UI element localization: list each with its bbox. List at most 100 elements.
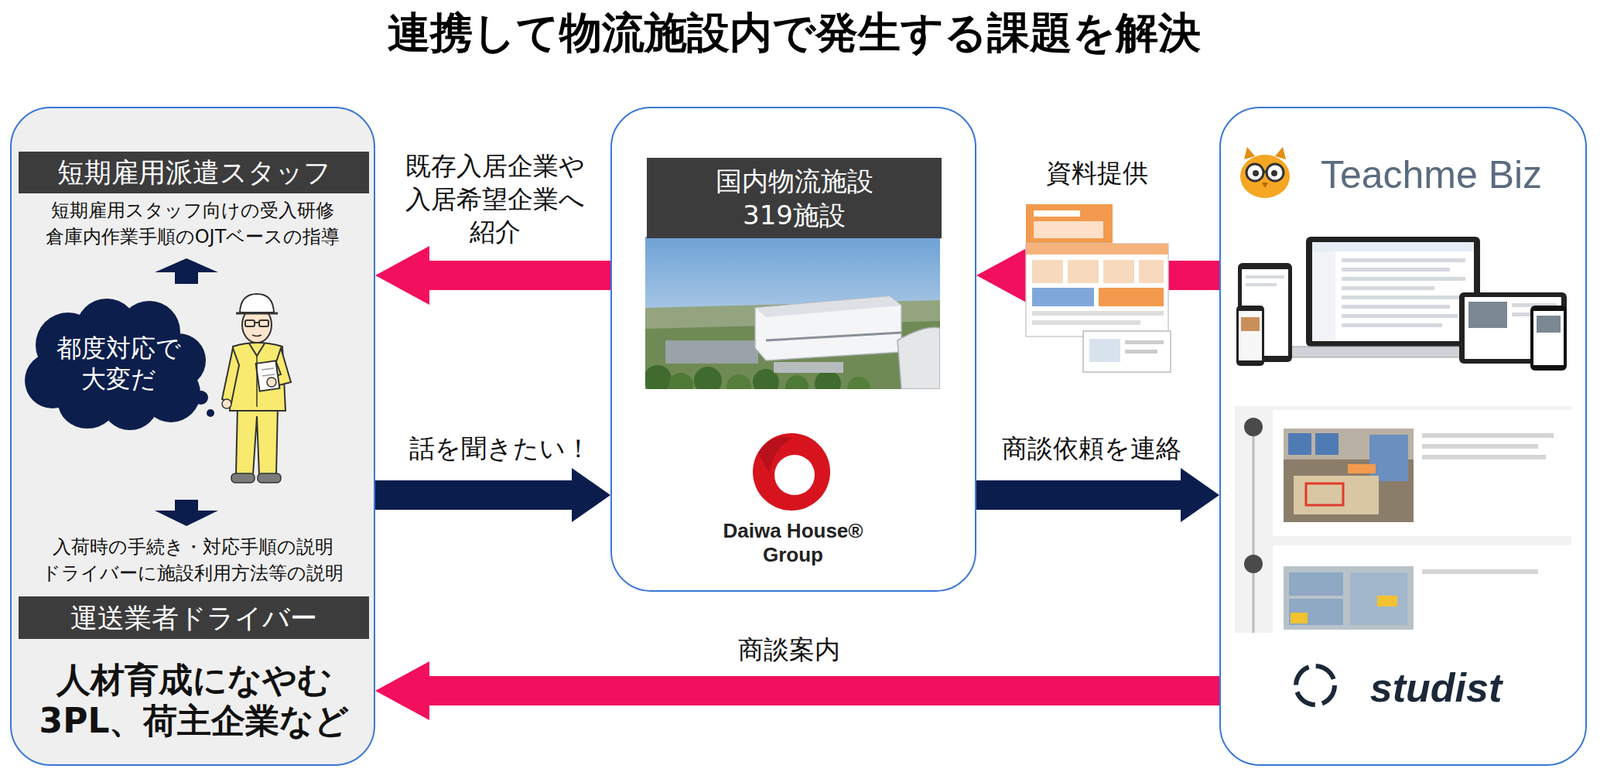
owl-icon bbox=[1240, 154, 1290, 199]
cloud-outline bbox=[206, 409, 215, 418]
manual-screenshot bbox=[1288, 572, 1344, 596]
worker-figure bbox=[257, 473, 281, 483]
down-arrow-symbol bbox=[154, 499, 219, 527]
arrow-label: 商談依頼を連絡 bbox=[983, 433, 1200, 465]
owl-icon bbox=[1240, 147, 1290, 199]
brochure-image bbox=[1033, 210, 1081, 217]
brochure-image bbox=[1083, 331, 1171, 373]
manual-screenshot bbox=[1234, 406, 1572, 633]
owl-icon bbox=[1266, 164, 1284, 182]
driver-band: 運送業者ドライバー bbox=[18, 596, 370, 640]
role-description: 入荷時の手続き・対応手順の説明 ドライバーに施設利用方法等の説明 bbox=[14, 534, 371, 587]
device-mockups bbox=[1530, 305, 1567, 371]
cloud-text: 都度対応で 大変だ bbox=[45, 332, 193, 395]
device-mockups bbox=[1236, 305, 1265, 366]
owl-icon bbox=[1252, 170, 1259, 177]
facility-photo bbox=[668, 372, 694, 390]
band-heading: 国内物流施設 319施設 bbox=[694, 164, 896, 233]
arrow-label: 既存入居企業や 入居希望企業へ 紹介 bbox=[386, 150, 604, 250]
device-mockups bbox=[1237, 263, 1293, 363]
device-mockups bbox=[1341, 276, 1466, 281]
device-mockups bbox=[1312, 242, 1474, 252]
staff-band: 短期雇用派遣スタッフ bbox=[18, 151, 370, 194]
worker-figure bbox=[222, 348, 240, 404]
company-logo-text: Daiwa House® Group bbox=[707, 519, 879, 568]
worker-figure bbox=[261, 368, 274, 370]
company-logo-mark bbox=[774, 454, 815, 496]
manual-screenshot bbox=[1422, 444, 1539, 449]
facility-band: 国内物流施設 319施設 bbox=[646, 157, 942, 239]
owl-icon bbox=[1263, 170, 1267, 174]
manual-screenshot bbox=[1283, 566, 1414, 630]
down-arrow-symbol bbox=[154, 499, 219, 527]
brochure-image bbox=[1032, 320, 1141, 325]
worry-cloud: 都度対応で 大変だ bbox=[21, 297, 216, 431]
manual-screenshot bbox=[1422, 433, 1554, 438]
owl-icon bbox=[1271, 170, 1278, 177]
manual-screenshot bbox=[1377, 595, 1398, 607]
worker-figure bbox=[239, 294, 274, 313]
worker-figure bbox=[256, 360, 281, 391]
device-mockups bbox=[1236, 236, 1567, 371]
facility-photo bbox=[773, 362, 844, 373]
device-mockups bbox=[1305, 236, 1481, 347]
worker-figure bbox=[235, 406, 278, 476]
device-mockups bbox=[1341, 286, 1435, 291]
worker-figure bbox=[222, 294, 291, 483]
device-mockups bbox=[1312, 242, 1474, 342]
worker-figure bbox=[254, 321, 260, 324]
owl-icon bbox=[1261, 182, 1269, 189]
facility-photo bbox=[785, 375, 809, 390]
manual-screenshot bbox=[1422, 569, 1539, 575]
brochure-image bbox=[1098, 287, 1164, 307]
facility-photo bbox=[665, 340, 759, 364]
worker-figure bbox=[249, 343, 265, 356]
company-logo-mark bbox=[752, 433, 831, 511]
device-mockups bbox=[1341, 267, 1450, 272]
brochure-image bbox=[1138, 259, 1164, 284]
facility-photo bbox=[897, 327, 941, 390]
manual-screenshot bbox=[1272, 410, 1572, 537]
client-caption: 人材育成になやむ 3PL、荷主企業など bbox=[23, 659, 365, 742]
worker-figure bbox=[235, 312, 278, 315]
brochure-image bbox=[1124, 340, 1164, 345]
manual-screenshot bbox=[1305, 483, 1344, 506]
manual-screenshot bbox=[1272, 545, 1572, 633]
vendor-panel: Teachme Biz studist bbox=[1219, 106, 1587, 766]
flow-arrow bbox=[976, 468, 1220, 523]
arrow-label: 資料提供 bbox=[1011, 157, 1183, 191]
manual-screenshot bbox=[1288, 433, 1312, 455]
facility-photo bbox=[765, 332, 902, 341]
facility-photo bbox=[755, 296, 902, 361]
manual-screenshot bbox=[1283, 428, 1414, 523]
cloud-outline bbox=[21, 297, 216, 431]
product-logo-text: Teachme Biz bbox=[1280, 151, 1583, 199]
flow-arrow bbox=[375, 661, 1220, 721]
brochure-image bbox=[1033, 221, 1104, 239]
facility-photo bbox=[694, 366, 722, 390]
facility-photo bbox=[645, 236, 941, 390]
device-mockups bbox=[1341, 323, 1443, 328]
brochure-image bbox=[1025, 243, 1169, 337]
company-logo-text: studist bbox=[1319, 663, 1553, 712]
manual-screenshot bbox=[1315, 433, 1339, 455]
device-mockups bbox=[1536, 315, 1561, 333]
brochure-image bbox=[1089, 338, 1121, 363]
device-mockups bbox=[1312, 251, 1336, 342]
arrow-label: 商談案内 bbox=[680, 634, 898, 666]
facility-panel: Daiwa House® Group 国内物流施設 319施設 bbox=[610, 106, 977, 592]
arrow-label: 話を聞きたい！ bbox=[391, 433, 609, 465]
panel-fill bbox=[1219, 106, 1587, 766]
brochure-image bbox=[1025, 204, 1113, 247]
manual-screenshot bbox=[1347, 464, 1376, 474]
role-description: 短期雇用スタッフ向けの受入研修 倉庫内作業手順のOJTベースの指導 bbox=[14, 198, 371, 250]
manual-screenshot bbox=[1350, 572, 1408, 626]
band-heading: 短期雇用派遣スタッフ bbox=[57, 156, 332, 189]
worker-figure bbox=[256, 355, 258, 407]
manual-screenshot bbox=[1252, 417, 1255, 633]
device-mockups bbox=[1341, 258, 1466, 263]
worker-figure bbox=[231, 473, 255, 483]
manual-screenshot bbox=[1244, 417, 1263, 437]
brochure-image bbox=[1025, 243, 1169, 255]
worker-figure bbox=[222, 399, 232, 409]
